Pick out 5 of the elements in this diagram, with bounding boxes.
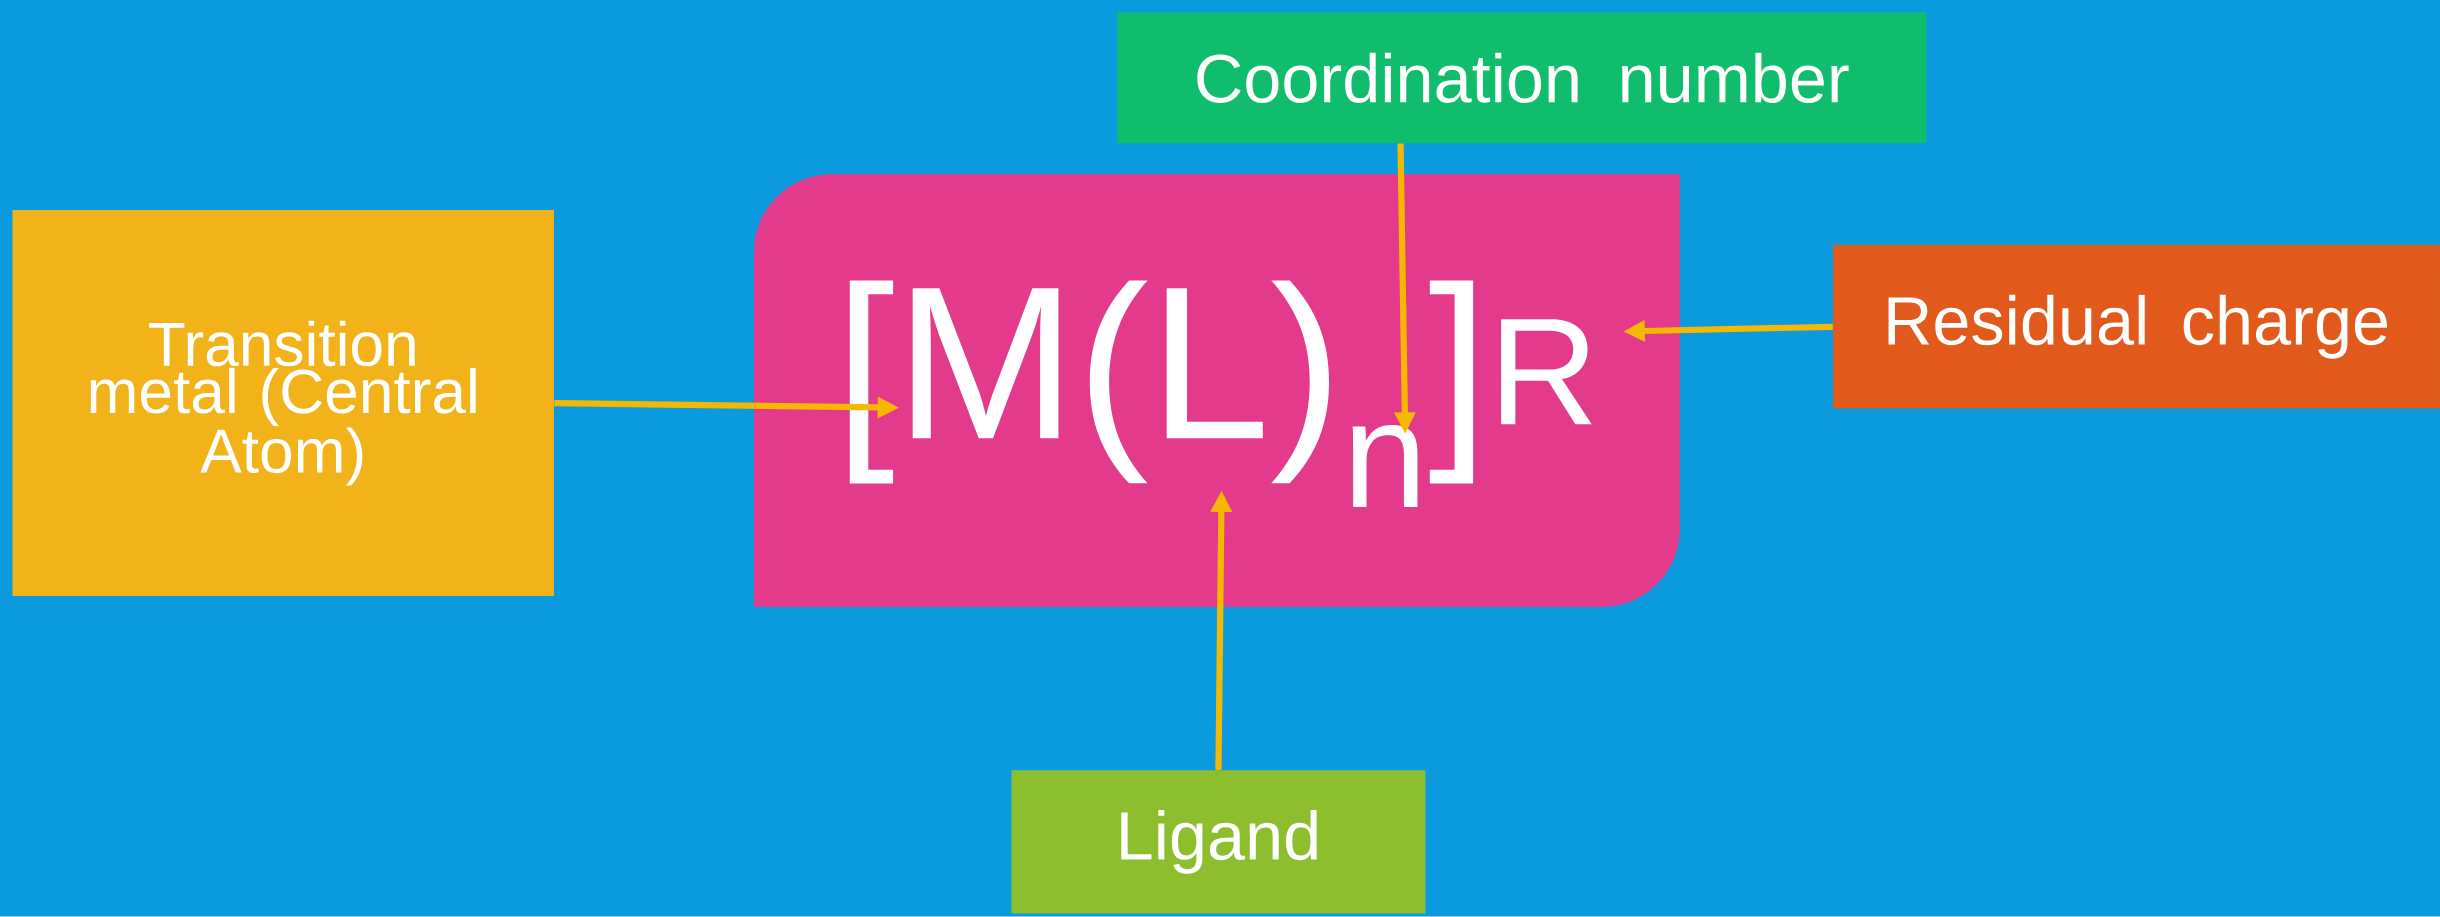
label-box: Residual charge <box>1833 245 2440 409</box>
label-box: Ligand <box>1011 770 1426 914</box>
label-box: Coordination number <box>1117 12 1927 144</box>
label-box: Transition metal (Central Atom) <box>12 210 554 597</box>
formula-box: [M(L)$_{n}$]$^{R}$ <box>753 174 1680 608</box>
